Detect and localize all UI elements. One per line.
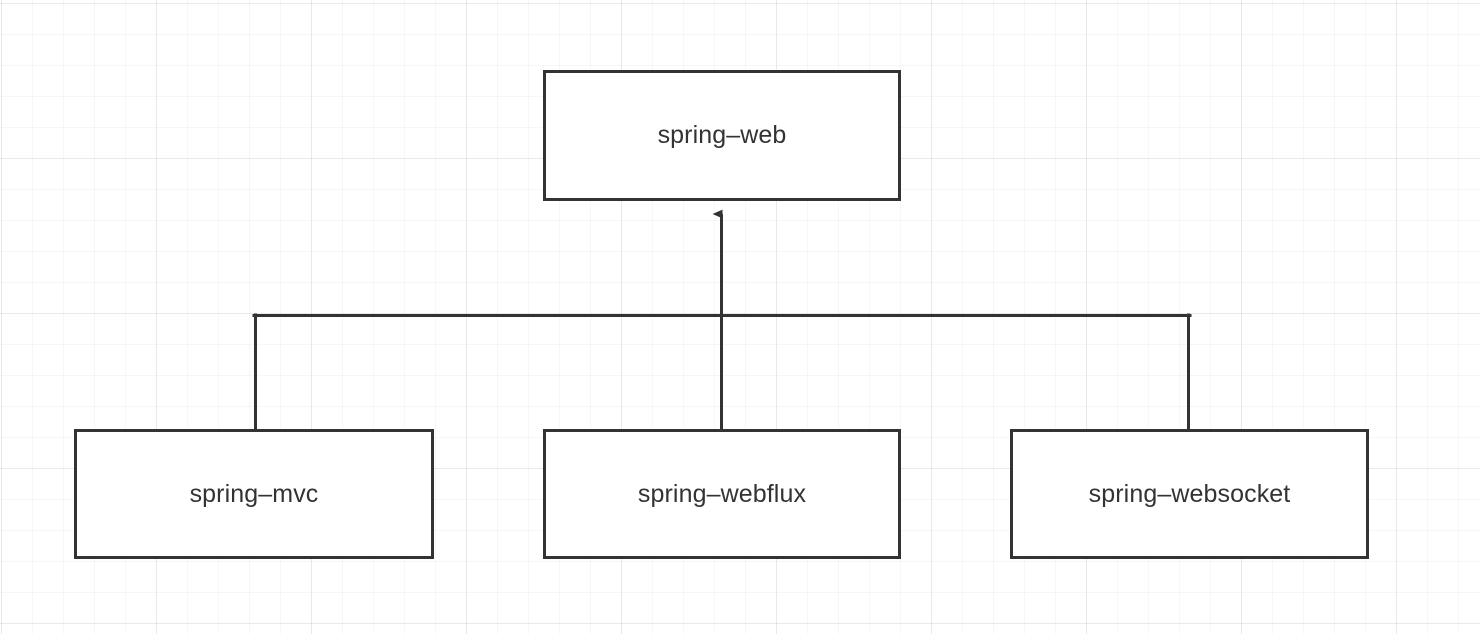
node-spring-websocket[interactable]: spring–websocket	[1010, 429, 1369, 559]
node-label-spring-mvc: spring–mvc	[189, 479, 319, 508]
node-label-spring-websocket: spring–websocket	[1088, 479, 1291, 508]
node-spring-web[interactable]: spring–web	[543, 70, 901, 201]
node-spring-mvc[interactable]: spring–mvc	[74, 429, 434, 559]
node-spring-webflux[interactable]: spring–webflux	[543, 429, 901, 559]
node-label-spring-webflux: spring–webflux	[637, 479, 807, 508]
node-label-spring-web: spring–web	[657, 121, 787, 149]
